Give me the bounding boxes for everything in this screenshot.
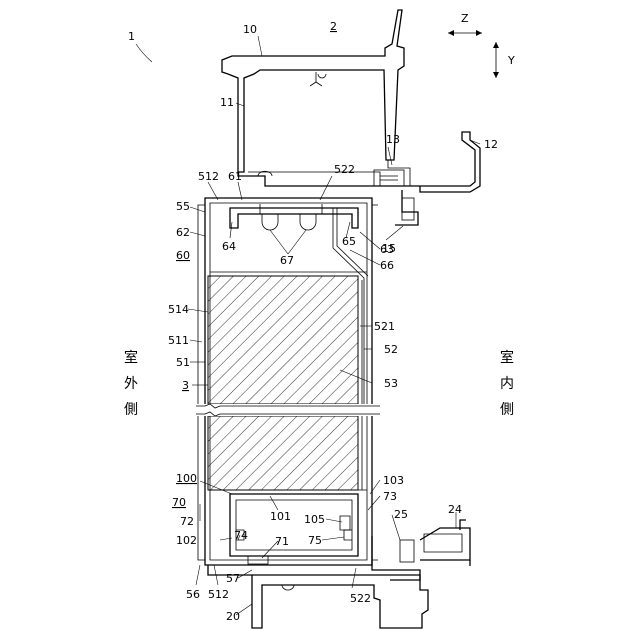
label-511: 511 xyxy=(168,334,189,347)
indoor-char-1: 室 xyxy=(500,349,514,366)
label-522-bottom: 522 xyxy=(350,592,371,605)
outdoor-char-3: 側 xyxy=(124,402,138,418)
upper-frame xyxy=(222,10,480,225)
label-65: 65 xyxy=(342,235,356,248)
label-52: 52 xyxy=(384,343,398,356)
label-512-bottom: 512 xyxy=(208,588,229,601)
label-55: 55 xyxy=(176,200,190,213)
label-1: 1 xyxy=(128,30,135,43)
label-103: 103 xyxy=(383,474,404,487)
axis-indicator: Z Y xyxy=(448,12,515,78)
indoor-side-label: 室 内 側 xyxy=(500,349,514,418)
axis-y-label: Y xyxy=(507,54,515,67)
label-3: 3 xyxy=(182,379,189,392)
label-24: 24 xyxy=(448,503,462,516)
label-71: 71 xyxy=(275,535,289,548)
label-11: 11 xyxy=(220,96,234,109)
label-57: 57 xyxy=(226,572,240,585)
label-61: 61 xyxy=(228,170,242,183)
label-13: 13 xyxy=(386,133,400,146)
label-56: 56 xyxy=(186,588,200,601)
label-12: 12 xyxy=(484,138,498,151)
label-105: 105 xyxy=(304,513,325,526)
label-53: 53 xyxy=(384,377,398,390)
label-521: 521 xyxy=(374,320,395,333)
label-512-top: 512 xyxy=(198,170,219,183)
label-72: 72 xyxy=(180,515,194,528)
label-20: 20 xyxy=(226,610,240,623)
label-74: 74 xyxy=(234,529,248,542)
label-10: 10 xyxy=(243,23,257,36)
label-64: 64 xyxy=(222,240,236,253)
label-51: 51 xyxy=(176,356,190,369)
label-75: 75 xyxy=(308,534,322,547)
outdoor-char-1: 室 xyxy=(124,349,138,366)
break-line xyxy=(196,404,386,416)
outdoor-char-2: 外 xyxy=(124,376,138,392)
label-514: 514 xyxy=(168,303,189,316)
glass-panel xyxy=(208,276,362,490)
label-73: 73 xyxy=(383,490,397,503)
label-522-top: 522 xyxy=(334,163,355,176)
label-60: 60 xyxy=(176,249,190,262)
lower-frame xyxy=(208,565,428,628)
axis-z-label: Z xyxy=(461,12,469,25)
label-63: 63 xyxy=(380,243,394,256)
label-67: 67 xyxy=(280,254,294,267)
label-100: 100 xyxy=(176,472,197,485)
outdoor-side-label: 室 外 側 xyxy=(124,349,138,418)
label-2: 2 xyxy=(330,20,337,33)
label-66: 66 xyxy=(380,259,394,272)
label-62: 62 xyxy=(176,226,190,239)
label-101: 101 xyxy=(270,510,291,523)
indoor-char-2: 内 xyxy=(500,376,514,392)
label-102: 102 xyxy=(176,534,197,547)
indoor-char-3: 側 xyxy=(500,402,514,418)
lower-member xyxy=(210,490,470,580)
label-70: 70 xyxy=(172,496,186,509)
label-25: 25 xyxy=(394,508,408,521)
